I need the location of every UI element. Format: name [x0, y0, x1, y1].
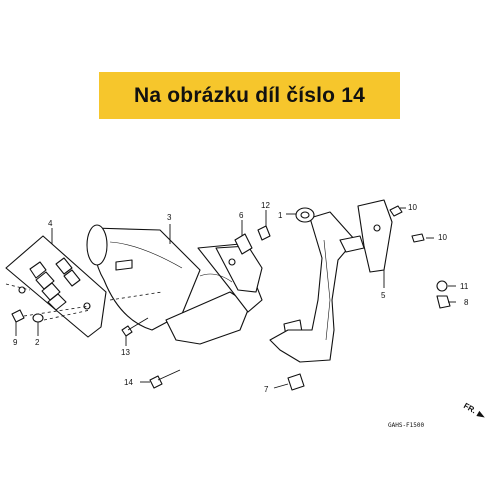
part-1-gasket[interactable] [295, 207, 315, 223]
part-2-washer[interactable] [32, 313, 44, 323]
callout-5: 5 [381, 291, 386, 300]
front-direction-arrow: FR. [462, 401, 485, 418]
part-7-rubber[interactable] [287, 373, 305, 391]
callout-11: 11 [460, 282, 469, 291]
part-13-bolt[interactable] [121, 317, 149, 337]
callout-3: 3 [167, 213, 172, 222]
part-12-nut[interactable] [257, 225, 271, 241]
diagram-code: GAHS-F1500 [388, 422, 425, 429]
callout-10-lower: 10 [438, 233, 447, 242]
part-8-cap[interactable] [436, 295, 451, 309]
arrow-head-icon [476, 410, 485, 418]
part-5-exhaust-pipe[interactable] [269, 199, 393, 363]
part-10-bolt-lower[interactable] [411, 233, 425, 243]
callout-6: 6 [239, 211, 244, 220]
part-10-bolt-upper[interactable] [389, 205, 403, 217]
callout-10-upper: 10 [408, 203, 417, 212]
part-11-nut[interactable] [436, 280, 448, 292]
direction-label: FR. [462, 401, 478, 415]
callout-4: 4 [48, 219, 53, 228]
banner-text: Na obrázku díl číslo 14 [133, 83, 365, 107]
callout-1: 1 [278, 211, 283, 220]
callout-14: 14 [124, 378, 133, 387]
callout-12: 12 [261, 201, 270, 210]
callout-7: 7 [264, 385, 269, 394]
callout-8: 8 [464, 298, 469, 307]
part-14-bolt[interactable] [149, 369, 181, 389]
callout-2: 2 [35, 338, 40, 347]
part-9-bolt[interactable] [11, 309, 25, 323]
callout-13: 13 [121, 348, 130, 357]
leader-lines [5, 207, 456, 389]
callout-9: 9 [13, 338, 18, 347]
title-banner: Na obrázku díl číslo 14 [99, 72, 400, 119]
